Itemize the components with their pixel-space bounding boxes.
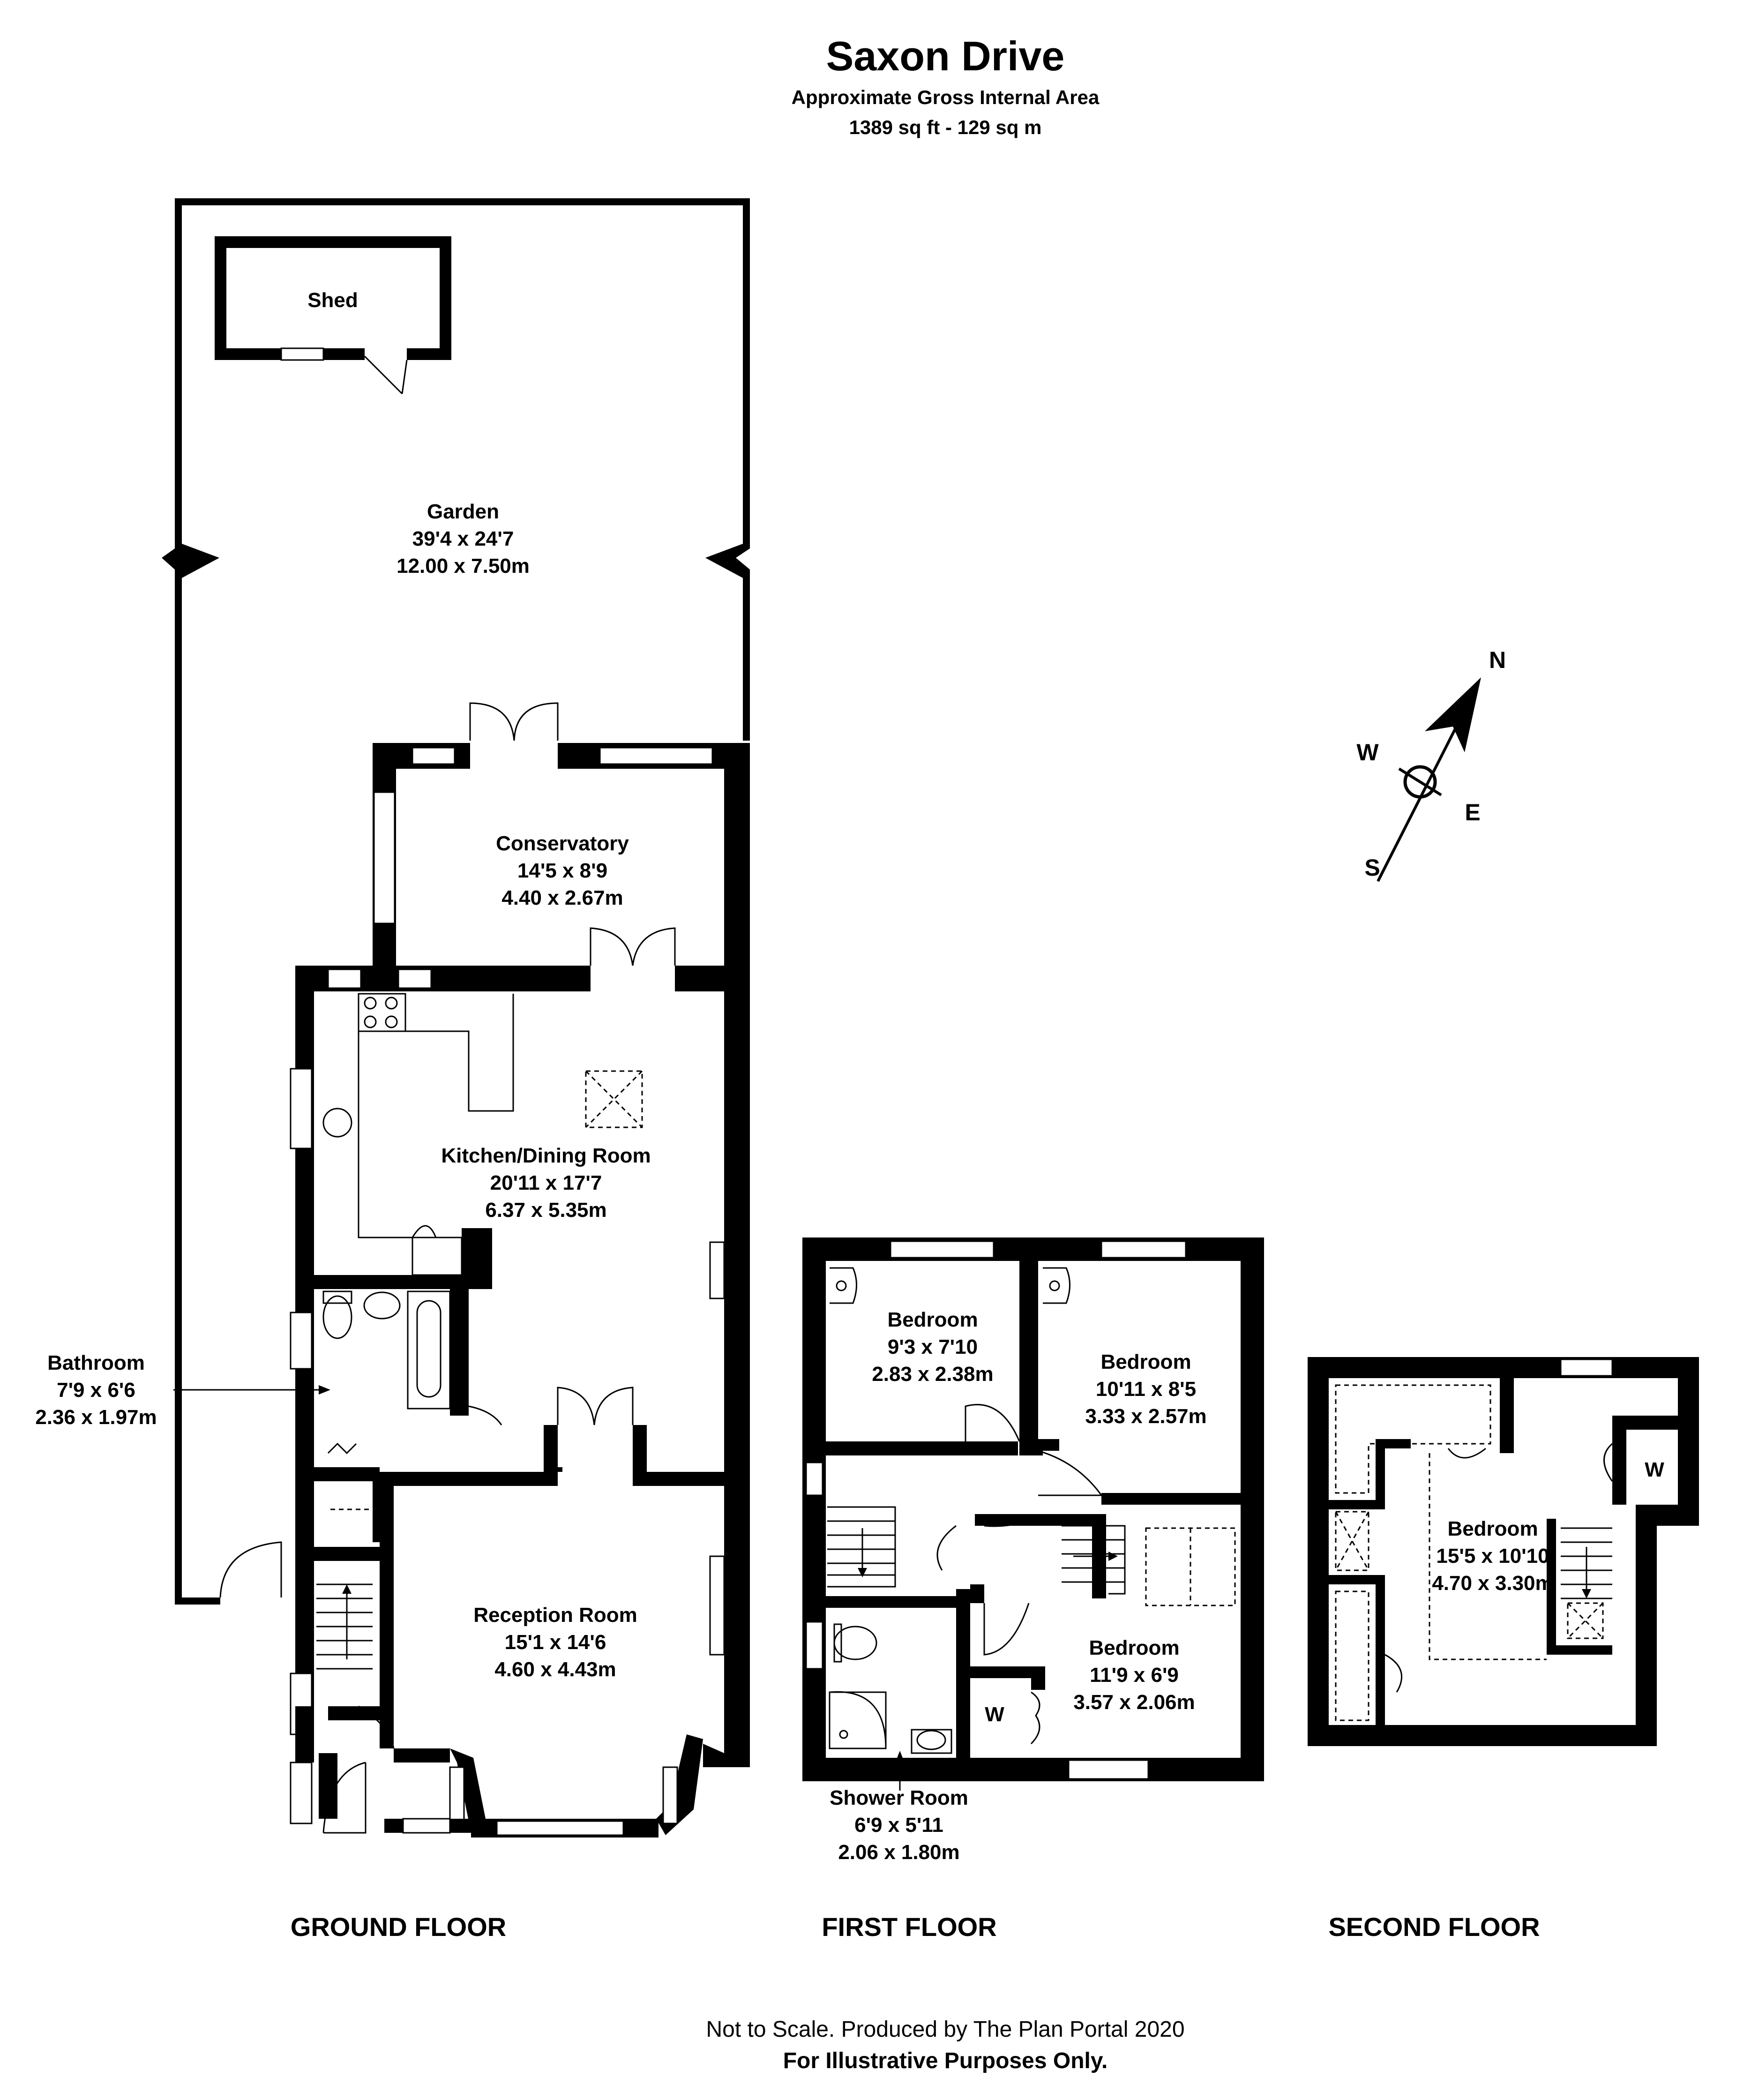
ground-floor-walls xyxy=(290,743,750,1838)
plan-area: 1389 sq ft - 129 sq m xyxy=(849,116,1042,138)
bathroom-metric: 2.36 x 1.97m xyxy=(35,1406,157,1429)
kitchen-name: Kitchen/Dining Room xyxy=(441,1144,651,1167)
label-bedroom-1: Bedroom 9'3 x 7'10 2.83 x 2.38m xyxy=(872,1308,993,1386)
bedroom1-imperial: 9'3 x 7'10 xyxy=(888,1335,978,1358)
conservatory-metric: 4.40 x 2.67m xyxy=(501,886,623,909)
label-shower-room: Shower Room 6'9 x 5'11 2.06 x 1.80m xyxy=(830,1786,968,1864)
bedroom1-name: Bedroom xyxy=(887,1308,978,1331)
bedroom2-imperial: 10'11 x 8'5 xyxy=(1096,1378,1196,1401)
garden-imperial: 39'4 x 24'7 xyxy=(412,527,514,550)
shower-name: Shower Room xyxy=(830,1786,968,1809)
conservatory-imperial: 14'5 x 8'9 xyxy=(517,859,607,882)
bedroom3-imperial: 11'9 x 6'9 xyxy=(1090,1664,1179,1687)
compass-west: W xyxy=(1356,739,1379,765)
shower-metric: 2.06 x 1.80m xyxy=(838,1841,959,1864)
label-conservatory: Conservatory 14'5 x 8'9 4.40 x 2.67m xyxy=(496,832,629,909)
second-floor-fixtures xyxy=(1335,1384,1613,1721)
bathroom-name: Bathroom xyxy=(47,1351,145,1374)
ground-floor-fixtures xyxy=(173,702,676,1834)
ground-floor-label: GROUND FLOOR xyxy=(291,1912,506,1942)
wardrobe-label-second: W xyxy=(1645,1458,1664,1481)
shed-name: Shed xyxy=(307,289,358,312)
first-floor-fixtures xyxy=(827,1267,1236,1791)
label-kitchen: Kitchen/Dining Room 20'11 x 17'7 6.37 x … xyxy=(441,1144,651,1222)
bedroom2-name: Bedroom xyxy=(1100,1350,1191,1373)
bedroom1-metric: 2.83 x 2.38m xyxy=(872,1363,993,1386)
first-floor-walls xyxy=(802,1238,1264,1781)
shower-imperial: 6'9 x 5'11 xyxy=(854,1814,943,1837)
garden-name: Garden xyxy=(427,500,499,523)
footer-disclaimer: Not to Scale. Produced by The Plan Porta… xyxy=(706,2017,1184,2042)
bedroom2-metric: 3.33 x 2.57m xyxy=(1085,1405,1206,1428)
bedroom4-metric: 4.70 x 3.30m xyxy=(1432,1572,1553,1595)
plan-subtitle: Approximate Gross Internal Area xyxy=(792,86,1100,108)
label-shed: Shed xyxy=(307,289,358,312)
bedroom4-imperial: 15'5 x 10'10 xyxy=(1436,1545,1549,1568)
label-bedroom-4: Bedroom 15'5 x 10'10 4.70 x 3.30m xyxy=(1432,1517,1553,1595)
kitchen-imperial: 20'11 x 17'7 xyxy=(490,1171,602,1194)
first-floor-label: FIRST FLOOR xyxy=(822,1912,996,1942)
bedroom4-name: Bedroom xyxy=(1447,1517,1538,1540)
reception-imperial: 15'1 x 14'6 xyxy=(505,1631,606,1654)
second-floor-label: SECOND FLOOR xyxy=(1328,1912,1540,1942)
kitchen-metric: 6.37 x 5.35m xyxy=(485,1199,606,1222)
second-floor-walls xyxy=(1308,1357,1699,1746)
garden-metric: 12.00 x 7.50m xyxy=(397,555,530,578)
label-bedroom-3: Bedroom 11'9 x 6'9 3.57 x 2.06m xyxy=(1073,1636,1195,1714)
label-bathroom: Bathroom 7'9 x 6'6 2.36 x 1.97m xyxy=(35,1351,157,1429)
compass-east: E xyxy=(1465,799,1480,825)
reception-name: Reception Room xyxy=(473,1604,637,1627)
wardrobe-label-first: W xyxy=(985,1703,1004,1726)
conservatory-name: Conservatory xyxy=(496,832,629,855)
label-bedroom-2: Bedroom 10'11 x 8'5 3.33 x 2.57m xyxy=(1085,1350,1206,1428)
footer-illustrative: For Illustrative Purposes Only. xyxy=(783,2048,1108,2073)
compass-north: N xyxy=(1489,647,1506,673)
label-reception: Reception Room 15'1 x 14'6 4.60 x 4.43m xyxy=(473,1604,637,1681)
compass-south: S xyxy=(1364,855,1380,881)
plan-title: Saxon Drive xyxy=(826,33,1065,79)
bedroom3-name: Bedroom xyxy=(1089,1636,1179,1659)
bathroom-imperial: 7'9 x 6'6 xyxy=(57,1379,135,1402)
compass: N W E S xyxy=(1356,647,1506,882)
shed xyxy=(215,236,451,395)
label-garden: Garden 39'4 x 24'7 12.00 x 7.50m xyxy=(397,500,530,578)
reception-metric: 4.60 x 4.43m xyxy=(494,1658,616,1681)
bedroom3-metric: 3.57 x 2.06m xyxy=(1073,1691,1195,1714)
